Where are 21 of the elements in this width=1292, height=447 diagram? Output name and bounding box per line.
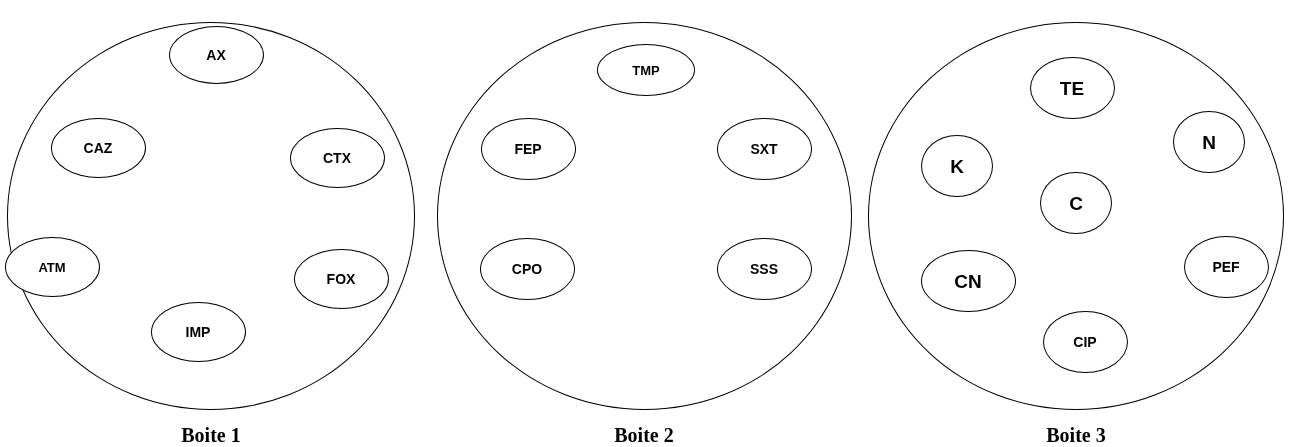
node-label: IMP bbox=[185, 325, 211, 339]
node-label: K bbox=[950, 156, 964, 176]
node-label: PEF bbox=[1212, 260, 1240, 274]
node-label: SSS bbox=[750, 262, 778, 276]
node-label: CN bbox=[954, 271, 982, 291]
node-label: N bbox=[1202, 132, 1216, 152]
node-label: TMP bbox=[632, 63, 660, 77]
node-label: AX bbox=[206, 48, 226, 62]
node-label: ATM bbox=[38, 260, 66, 274]
node-label: Boite 2 bbox=[614, 423, 674, 447]
node-label: TE bbox=[1059, 78, 1085, 98]
node-label: CPO bbox=[511, 262, 543, 276]
node-label: Boite 3 bbox=[1046, 423, 1106, 447]
node-label: CTX bbox=[323, 151, 351, 165]
node-label: C bbox=[1069, 193, 1083, 213]
node-label: Boite 1 bbox=[181, 423, 241, 447]
node-label: SXT bbox=[750, 142, 778, 156]
node-label: CIP bbox=[1073, 335, 1097, 349]
node-label: FEP bbox=[514, 142, 542, 156]
node-label: CAZ bbox=[83, 141, 113, 155]
node-label: FOX bbox=[326, 272, 356, 286]
